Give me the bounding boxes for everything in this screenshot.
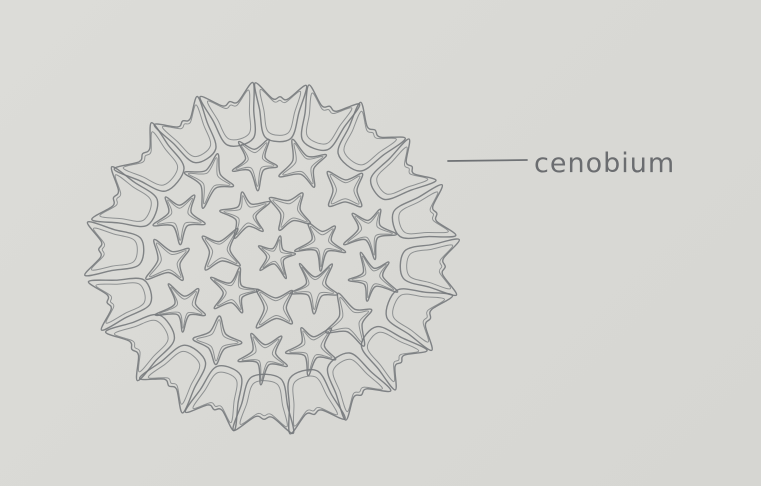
cell-group	[85, 82, 460, 433]
peripheral-cell	[92, 167, 158, 227]
peripheral-cell	[400, 239, 459, 296]
inner-cell	[220, 192, 270, 238]
inner-cell	[344, 209, 397, 259]
peripheral-cell	[361, 327, 427, 390]
inner-cell	[256, 289, 292, 328]
inner-cell	[327, 171, 363, 206]
inner-cell	[193, 316, 242, 365]
peripheral-cell	[106, 314, 175, 380]
cenobium-label: cenobium	[534, 148, 675, 179]
peripheral-cell	[114, 123, 184, 192]
inner-cell	[259, 236, 296, 279]
inner-cell	[326, 293, 372, 346]
inner-cell	[146, 239, 189, 280]
peripheral-cell	[85, 222, 144, 276]
inner-cell	[232, 139, 277, 191]
peripheral-cell	[255, 83, 307, 142]
label-leader-line	[448, 160, 527, 161]
inner-cell	[211, 267, 259, 312]
inner-cell	[153, 195, 205, 245]
peripheral-cell	[185, 366, 242, 431]
peripheral-cell	[386, 289, 452, 351]
peripheral-cell	[288, 370, 345, 434]
peripheral-cell	[88, 278, 151, 330]
peripheral-cell	[371, 139, 436, 200]
peripheral-cell	[327, 353, 390, 420]
inner-cell	[238, 333, 287, 384]
inner-cell	[269, 193, 310, 231]
inner-cell	[290, 264, 337, 314]
peripheral-cell	[154, 96, 216, 162]
peripheral-cell	[338, 102, 405, 171]
inner-cell	[348, 252, 397, 301]
inner-cell	[295, 223, 346, 271]
peripheral-cell	[301, 85, 359, 150]
inner-cell	[279, 139, 327, 187]
inner-cell	[155, 284, 205, 332]
peripheral-cell	[392, 185, 455, 239]
